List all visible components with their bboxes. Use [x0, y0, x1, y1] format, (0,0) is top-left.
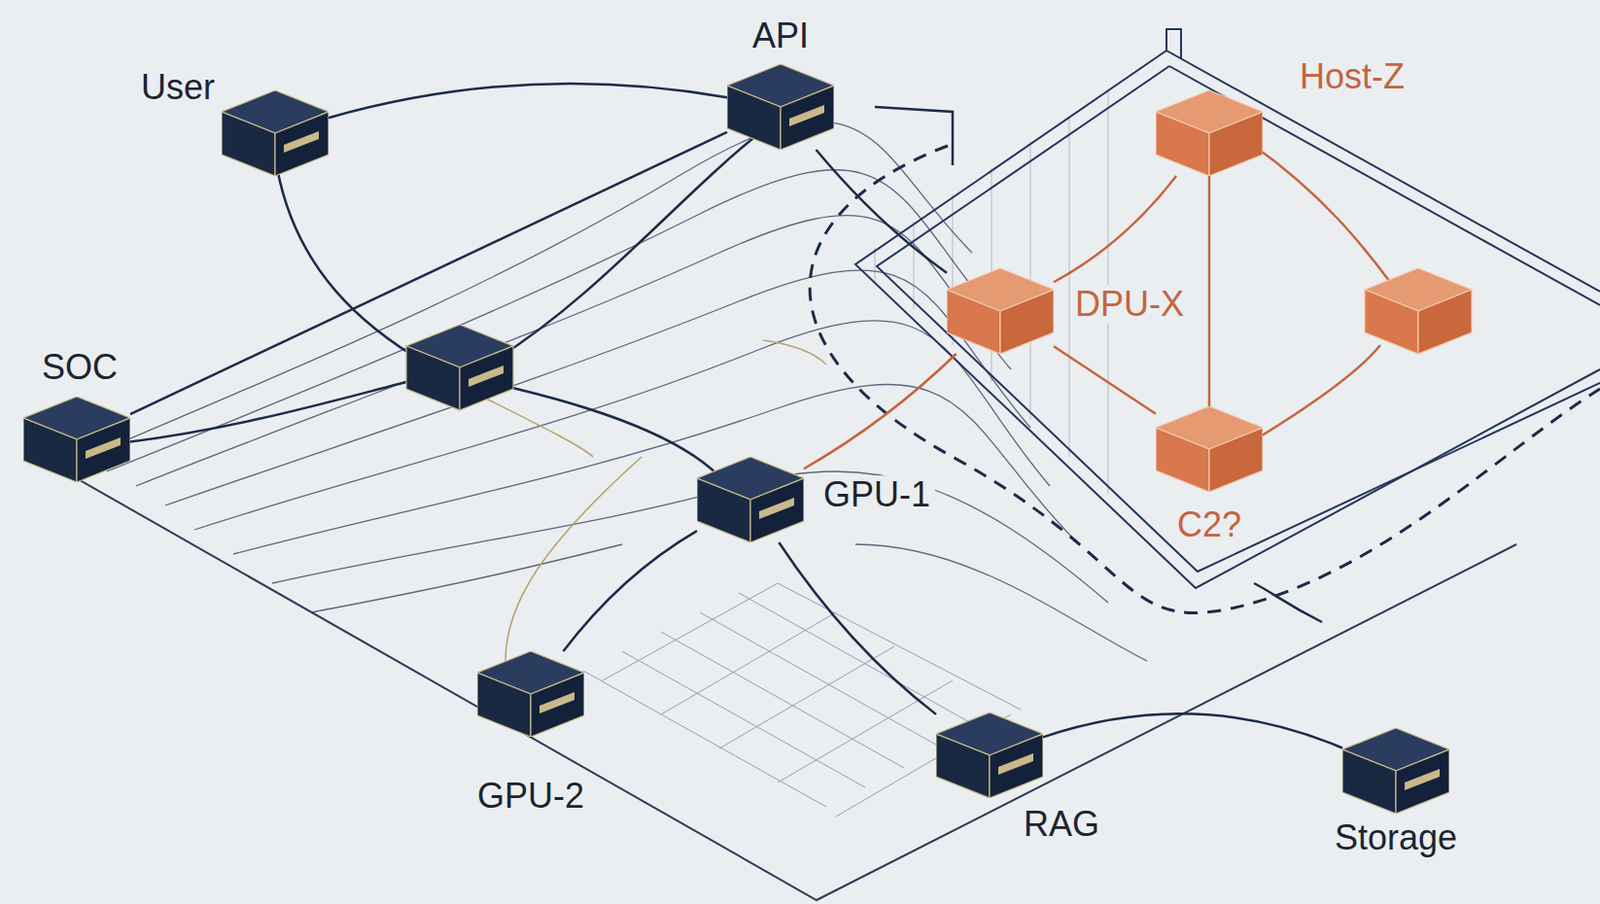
node-label: GPU-1: [818, 475, 936, 515]
server-cube: [936, 712, 1044, 799]
cube-face: [1395, 749, 1450, 814]
cube-face: [23, 417, 77, 483]
link-lines: [126, 106, 1322, 623]
cube-face: [275, 111, 329, 176]
node-label: GPU-2: [472, 776, 590, 816]
cube-face: [1155, 427, 1210, 492]
compromised-host: DPU-X: [946, 268, 1054, 354]
server-cube: [696, 456, 804, 543]
cube-face: [780, 85, 835, 150]
cube-face: [76, 417, 131, 483]
drive-slot: [789, 104, 825, 127]
server-cube: [727, 64, 835, 150]
cube-face: [750, 478, 804, 543]
cube-face: [1209, 111, 1263, 176]
node-label: SOC: [36, 347, 123, 387]
drive-slot: [1404, 768, 1440, 791]
cube-face: [989, 733, 1044, 799]
network-link: [1053, 175, 1177, 282]
network-link: [1053, 346, 1156, 414]
network-link: [1208, 175, 1212, 407]
server-cube: [477, 651, 585, 737]
server-cube: [1155, 90, 1263, 176]
drive-slot: [283, 131, 319, 153]
node-label: Storage: [1329, 818, 1462, 858]
drive-slot: [85, 437, 121, 459]
unlabeled-server: [406, 324, 514, 411]
cube-face: [936, 733, 990, 799]
server-cube: [221, 90, 329, 176]
node-label: User: [136, 68, 220, 107]
unlabeled-orange-server: [1364, 268, 1472, 354]
server-cube: [1342, 728, 1450, 814]
cube-face: [696, 478, 751, 543]
cube-face: [477, 672, 531, 737]
compromised-host: Host-Z: [1155, 90, 1263, 176]
server-node: GPU-1: [696, 456, 804, 543]
server-cube: [1155, 406, 1263, 492]
server-node: Storage: [1342, 728, 1450, 814]
cube-face: [1000, 289, 1054, 354]
network-link: [803, 353, 957, 469]
server-node: SOC: [23, 396, 131, 483]
server-node: RAG: [936, 712, 1044, 799]
compromised-host: C2?: [1155, 406, 1263, 492]
server-cube: [946, 268, 1054, 354]
network-link: [816, 149, 947, 274]
server-cube: [23, 396, 131, 483]
enclosure-wall: [855, 29, 1600, 589]
grid: [583, 583, 1021, 817]
cube-face: [1155, 111, 1210, 176]
node-label: Host-Z: [1294, 57, 1410, 97]
faint-links: [486, 340, 827, 661]
cube-face: [530, 672, 585, 737]
node-label: API: [747, 16, 814, 56]
drive-slot: [539, 692, 575, 714]
cube-face: [946, 289, 1001, 354]
network-link: [130, 132, 728, 415]
network-link: [778, 542, 937, 715]
network-link: [562, 530, 697, 652]
network-link: [328, 83, 728, 118]
cube-face: [727, 85, 781, 150]
terrain-edge: [38, 456, 1517, 901]
server-node: User: [221, 90, 329, 176]
server-node: API: [727, 64, 835, 150]
drive-slot: [759, 497, 795, 520]
cube-face: [1342, 749, 1396, 814]
drive-slot: [998, 753, 1034, 775]
node-label: DPU-X: [1070, 284, 1189, 324]
server-node: GPU-2: [477, 651, 585, 737]
cube-face: [221, 111, 276, 176]
node-label: C2?: [1172, 505, 1247, 545]
cube-face: [1209, 427, 1263, 492]
node-label: RAG: [1018, 804, 1105, 844]
network-link: [1043, 713, 1343, 748]
